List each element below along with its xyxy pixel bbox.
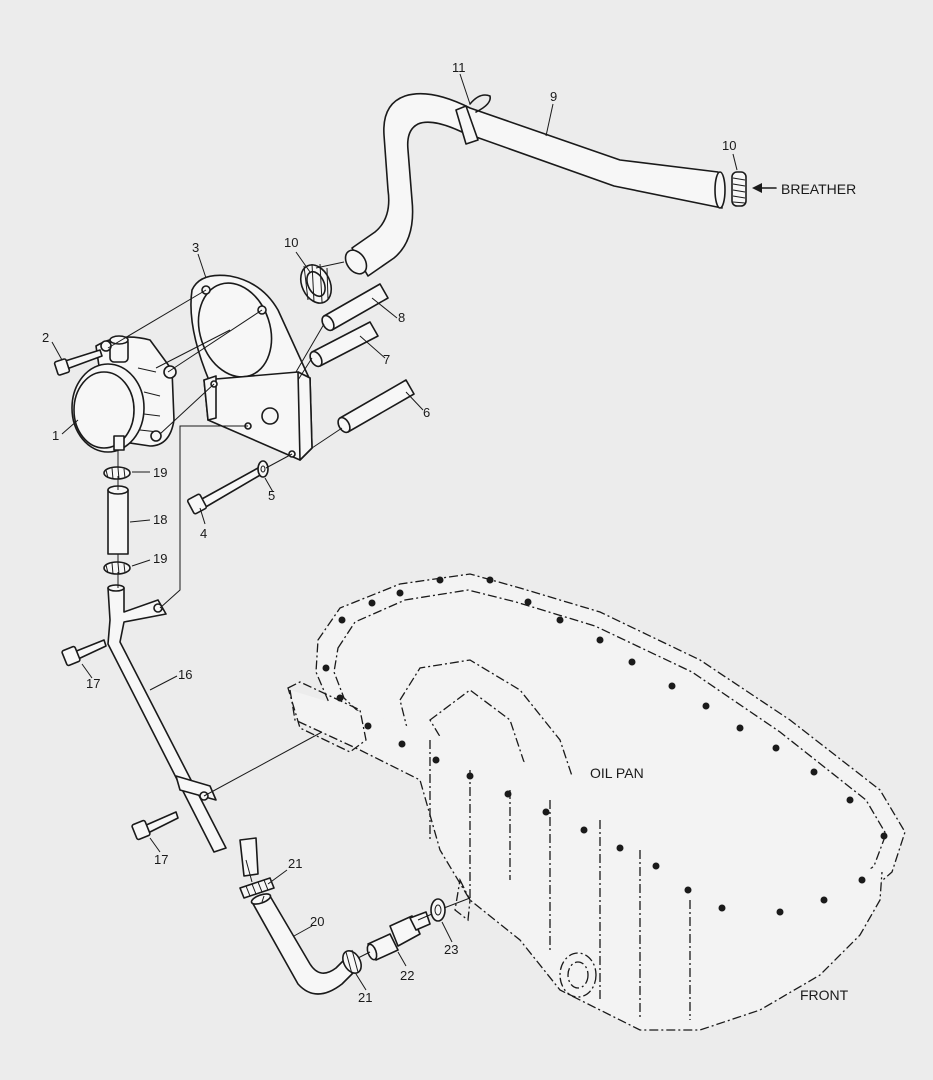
- hose-20: [250, 893, 357, 995]
- label-23: 23: [444, 942, 458, 957]
- label-11: 11: [452, 60, 466, 75]
- hose-clamp-11: [455, 94, 492, 145]
- oil-pan-label: OIL PAN: [590, 765, 644, 781]
- assembly-lines: [107, 183, 777, 959]
- bolt-17-upper: [61, 639, 107, 667]
- label-19-upper: 19: [153, 465, 167, 480]
- pipe-8: [321, 283, 389, 332]
- washer-5: [257, 460, 269, 478]
- pipe-6: [337, 379, 415, 434]
- label-2: 2: [42, 330, 49, 345]
- hose-clamp-19-upper: [103, 466, 131, 480]
- label-5: 5: [268, 488, 275, 503]
- label-10-breather: 10: [722, 138, 736, 153]
- oil-return-pipe: [107, 584, 259, 877]
- label-17-lower: 17: [154, 852, 168, 867]
- bolt-4: [186, 467, 263, 515]
- hose-18: [107, 485, 129, 555]
- label-17-upper: 17: [86, 676, 100, 691]
- label-16: 16: [178, 667, 192, 682]
- vacuum-pump: [71, 335, 177, 453]
- label-22: 22: [400, 968, 414, 983]
- label-7: 7: [383, 352, 390, 367]
- mounting-bracket: [203, 371, 313, 461]
- bolt-2: [53, 349, 103, 376]
- hose-clamp-21-upper: [239, 877, 275, 899]
- label-18: 18: [153, 512, 167, 527]
- pipe-7: [309, 321, 379, 368]
- label-3: 3: [192, 240, 199, 255]
- label-4: 4: [200, 526, 207, 541]
- label-9: 9: [550, 89, 557, 104]
- gasket: [190, 274, 311, 393]
- oil-pan: [287, 573, 906, 1031]
- hose-clamp-10: [299, 263, 333, 304]
- part-labels: 11 9 10 10 3 8 7 6 2 1 19 18 19 5 4 16 1…: [42, 60, 856, 1005]
- breather-hose: [344, 92, 726, 277]
- label-21-upper: 21: [288, 856, 302, 871]
- gasket-23: [430, 898, 446, 922]
- union-22: [366, 911, 431, 961]
- label-6: 6: [423, 405, 430, 420]
- label-1: 1: [52, 428, 59, 443]
- leader-lines: [51, 73, 738, 991]
- label-19-lower: 19: [153, 551, 167, 566]
- label-10: 10: [284, 235, 298, 250]
- bolt-17-lower: [131, 811, 179, 841]
- label-20: 20: [310, 914, 324, 929]
- label-8: 8: [398, 310, 405, 325]
- front-label: FRONT: [800, 987, 849, 1003]
- breather-label: BREATHER: [781, 181, 856, 197]
- label-21-lower: 21: [358, 990, 372, 1005]
- hose-clamp-10-breather: [731, 171, 747, 207]
- hose-clamp-19-lower: [103, 561, 131, 575]
